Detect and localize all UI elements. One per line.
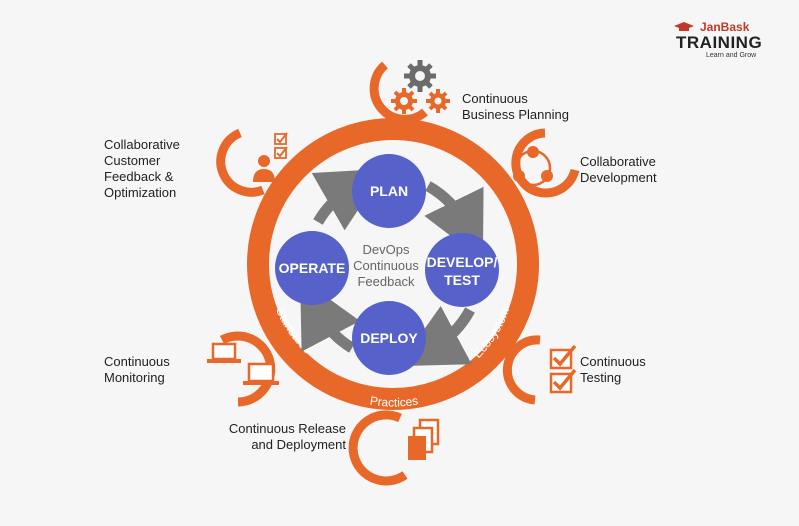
release-label: Continuous Release and Deployment xyxy=(210,421,346,453)
customer-feedback-label: Collaborative Customer Feedback & Optimi… xyxy=(104,137,180,201)
logo-tagline: Learn and Grow xyxy=(706,52,757,59)
logo-name-main: TRAINING xyxy=(676,33,763,52)
center-label-line3: Feedback xyxy=(357,274,415,289)
customer-feedback-node xyxy=(216,128,288,197)
phase-deploy-label: DEPLOY xyxy=(360,330,418,346)
monitoring-node xyxy=(207,331,279,407)
customer-feedback-line4: Optimization xyxy=(104,185,177,200)
documents-icon xyxy=(408,418,440,460)
phase-develop-circle xyxy=(425,233,499,307)
logo-name-top: JanBask xyxy=(700,20,750,34)
center-label-line1: DevOps xyxy=(363,242,410,257)
monitoring-line1: Continuous xyxy=(104,354,170,369)
janbask-logo: JanBask TRAINING Learn and Grow xyxy=(672,20,777,60)
outer-orange-ring xyxy=(247,118,539,410)
phase-plan-label: PLAN xyxy=(370,183,408,199)
business-planning-node xyxy=(369,60,450,124)
phase-operate-circle xyxy=(275,231,349,305)
phase-develop-label-2: TEST xyxy=(444,272,480,288)
monitoring-label: Continuous Monitoring xyxy=(104,354,170,386)
phase-plan-circle xyxy=(352,154,426,228)
arrow-plan-to-develop xyxy=(424,181,484,261)
business-planning-line1: Continuous xyxy=(462,91,528,106)
gears-icon xyxy=(391,60,450,114)
collab-dev-node xyxy=(511,128,580,198)
graduation-cap-icon xyxy=(674,22,694,31)
collab-dev-line1: Collaborative xyxy=(580,154,656,169)
collab-dev-label: Collaborative Development xyxy=(580,154,657,186)
testing-label: Continuous Testing xyxy=(580,354,646,386)
arrow-develop-to-deploy xyxy=(398,305,475,367)
arrow-operate-to-plan xyxy=(311,168,386,231)
team-network-icon xyxy=(513,146,553,187)
phase-operate-label: OPERATE xyxy=(279,260,346,276)
monitoring-line2: Monitoring xyxy=(104,370,165,385)
collab-dev-line2: Development xyxy=(580,170,657,185)
arrow-deploy-to-operate xyxy=(300,277,361,353)
testing-line1: Continuous xyxy=(580,354,646,369)
laptop-icon xyxy=(207,342,279,385)
business-planning-line2: Business Planning xyxy=(462,107,569,122)
testing-node xyxy=(502,335,577,405)
release-line1: Continuous Release xyxy=(228,421,346,436)
cycle-arrows xyxy=(300,168,484,367)
customer-feedback-line3: Feedback & xyxy=(104,169,174,184)
customer-feedback-icon xyxy=(253,132,288,182)
checklist-icon xyxy=(549,344,577,394)
testing-line2: Testing xyxy=(580,370,622,385)
customer-feedback-line2: Customer xyxy=(104,153,161,168)
release-line2: and Deployment xyxy=(251,437,346,452)
release-node xyxy=(348,410,440,486)
phase-deploy-circle xyxy=(352,301,426,375)
ring-label-practices: Practices xyxy=(369,393,419,409)
phase-develop-label-1: DEVELOP/ xyxy=(427,254,498,270)
center-label-line2: Continuous xyxy=(353,258,419,273)
business-planning-label: Continuous Business Planning xyxy=(462,91,569,123)
customer-feedback-line1: Collaborative xyxy=(104,137,180,152)
